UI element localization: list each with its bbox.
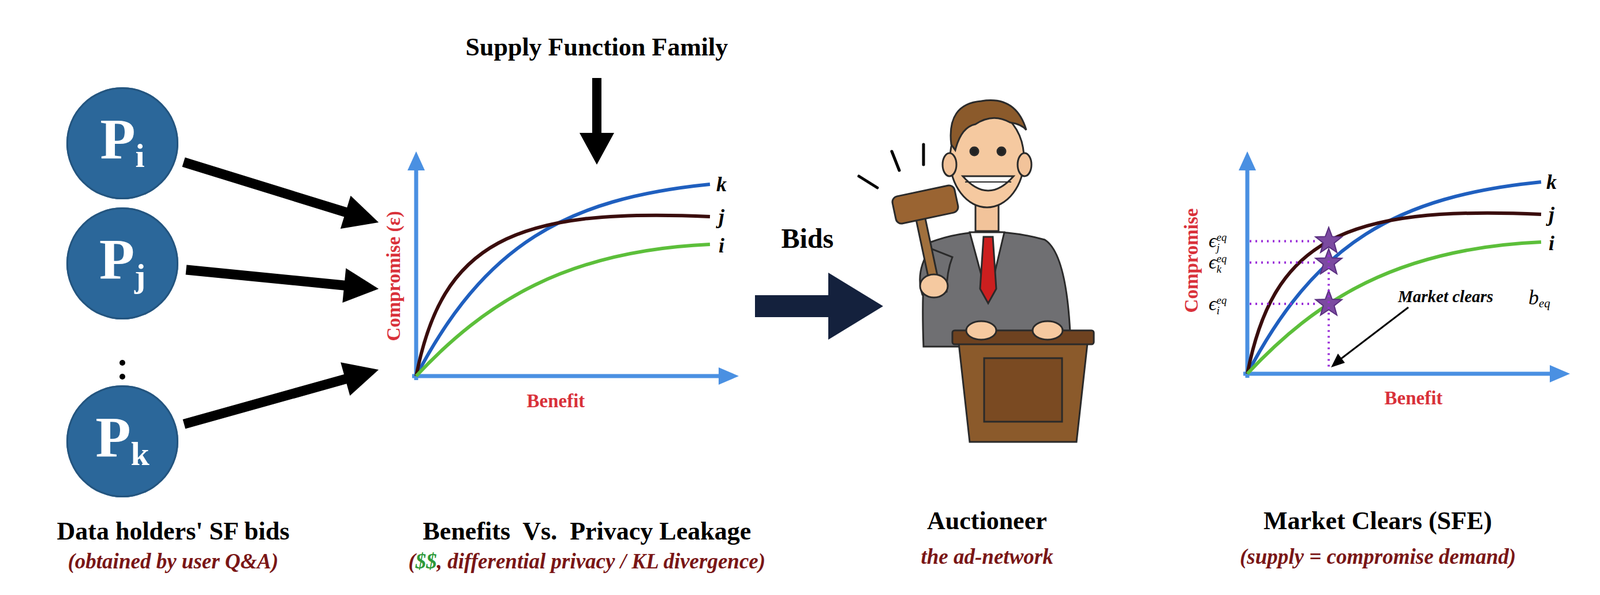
axis-label: Benefit bbox=[526, 390, 586, 413]
sub-sup: eqk bbox=[1216, 253, 1228, 275]
supply-curve bbox=[1247, 181, 1542, 374]
connector-arrow bbox=[754, 272, 884, 340]
equilibrium-label: ϵeqk bbox=[1208, 250, 1227, 275]
subscript: j bbox=[1216, 242, 1228, 253]
caption-note: (supply = compromise demand) bbox=[1239, 544, 1516, 570]
teeth-line bbox=[965, 181, 1012, 183]
subscript: i bbox=[135, 136, 145, 175]
podium-panel bbox=[984, 357, 1063, 422]
hand bbox=[1032, 320, 1063, 340]
eye bbox=[997, 147, 1006, 156]
connector-line bbox=[184, 378, 347, 425]
connector-arrow bbox=[183, 162, 379, 229]
subheading: the ad-network bbox=[921, 544, 1054, 570]
participant-circle: Pj bbox=[66, 207, 179, 320]
arrowhead bbox=[340, 361, 379, 396]
auctioneer-figure-box: Auctioneer the ad-network bbox=[883, 92, 1091, 572]
axes-left bbox=[407, 151, 739, 385]
superscript: eq bbox=[1216, 253, 1228, 264]
curve-label: k bbox=[1546, 170, 1557, 194]
caption-note: ($$, differential privacy / KL divergenc… bbox=[408, 548, 766, 574]
node-label: Pk bbox=[95, 403, 150, 473]
annotation: Market clears bbox=[1397, 286, 1494, 306]
gavel-head bbox=[891, 184, 960, 225]
axis-label: Compromise bbox=[1180, 208, 1203, 313]
arrowhead bbox=[342, 267, 379, 303]
annotation: beq bbox=[1528, 285, 1551, 310]
equilibrium-label: ϵeqj bbox=[1208, 229, 1227, 253]
axes-right bbox=[1238, 151, 1570, 383]
connector-line bbox=[183, 162, 347, 213]
superscript: eq bbox=[1216, 232, 1228, 243]
hand bbox=[966, 320, 997, 340]
axis-label: Benefit bbox=[1384, 387, 1444, 410]
ear bbox=[1017, 152, 1032, 177]
hand bbox=[920, 274, 948, 298]
guide-dotted-line bbox=[1249, 302, 1318, 305]
superscript: eq bbox=[1216, 294, 1228, 306]
auctioneer-figure bbox=[858, 100, 1094, 442]
curve-label: k bbox=[716, 172, 727, 197]
node-label: Pj bbox=[99, 225, 146, 295]
subscript: j bbox=[134, 256, 146, 295]
supply-curve bbox=[1247, 212, 1542, 374]
pointer-arrow bbox=[579, 77, 615, 165]
caption-heading: Data holders' SF bids bbox=[57, 516, 290, 547]
supply-curve bbox=[416, 215, 710, 376]
heading: Auctioneer bbox=[926, 506, 1048, 536]
participant-circle: Pi bbox=[66, 87, 179, 200]
guide-dotted-line bbox=[1327, 254, 1330, 370]
guide-dotted-line bbox=[1249, 261, 1318, 264]
guide-dotted-line bbox=[1249, 239, 1318, 242]
subscript: k bbox=[1216, 263, 1228, 275]
subscript: k bbox=[131, 434, 150, 473]
hair bbox=[950, 100, 1027, 151]
participant-circle: Pk bbox=[66, 384, 179, 497]
arrowhead bbox=[340, 195, 379, 229]
caption-heading: Benefits Vs. Privacy Leakage bbox=[423, 516, 752, 547]
axis-label: Compromise (ε) bbox=[382, 210, 405, 341]
subscript: i bbox=[1216, 305, 1228, 316]
connector-line bbox=[185, 269, 346, 286]
market-clears-pointer bbox=[1331, 307, 1409, 368]
edge-label: Bids bbox=[781, 222, 835, 254]
connector-arrow bbox=[185, 267, 379, 303]
ear bbox=[942, 152, 957, 177]
curve-label: j bbox=[718, 204, 725, 229]
connector-arrow bbox=[184, 361, 379, 424]
supply-curve bbox=[1247, 241, 1542, 374]
curve-label: i bbox=[718, 233, 725, 258]
arrowhead bbox=[828, 272, 884, 340]
grin bbox=[962, 176, 1014, 191]
subscript: eq bbox=[1538, 296, 1551, 310]
market-clearing-chart: CompromiseBenefitkjiϵeqjϵeqkϵeqiMarket c… bbox=[1171, 144, 1588, 416]
supply-curve bbox=[416, 184, 710, 376]
curve-label: j bbox=[1548, 202, 1555, 227]
supply-curve bbox=[416, 244, 710, 376]
sub-sup: eqi bbox=[1216, 294, 1228, 316]
curve-group bbox=[416, 181, 1542, 376]
node-label: Pi bbox=[100, 105, 145, 175]
money-symbol: $$ bbox=[415, 548, 437, 573]
excitement-lines bbox=[858, 144, 956, 188]
curve-label: i bbox=[1548, 231, 1555, 256]
eye bbox=[970, 147, 979, 156]
podium bbox=[958, 337, 1089, 442]
connector-line bbox=[754, 294, 830, 317]
equilibrium-label: ϵeqi bbox=[1208, 292, 1227, 316]
tie bbox=[980, 236, 997, 304]
sub-sup: eqj bbox=[1216, 232, 1228, 253]
caption-heading: Market Clears (SFE) bbox=[1263, 506, 1493, 536]
supply-function-chart: Compromise (ε) Benefit kji bbox=[380, 144, 751, 416]
title-label: Supply Function Family bbox=[465, 32, 729, 63]
caption-note: (obtained by user Q&A) bbox=[68, 548, 279, 574]
